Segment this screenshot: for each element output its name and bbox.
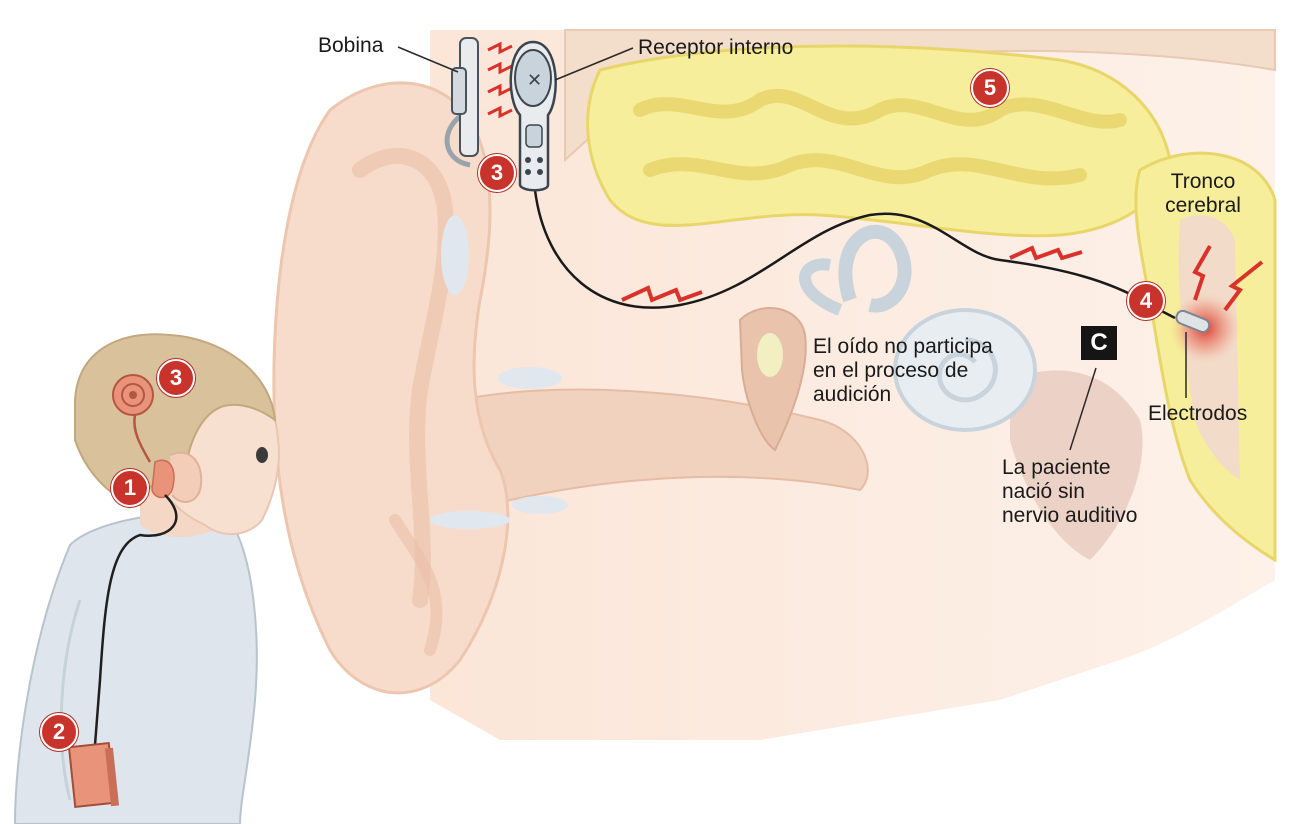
receiver-contact bbox=[525, 157, 531, 163]
brain bbox=[586, 44, 1172, 238]
coil-magnet bbox=[451, 67, 467, 115]
leader-bobina bbox=[397, 46, 459, 73]
signal-bolt bbox=[487, 61, 513, 75]
label-tronco-line2: cerebral bbox=[1165, 194, 1241, 217]
label-paciente-line2: nació sin bbox=[1002, 480, 1085, 503]
badge-c-callout: C bbox=[1081, 326, 1117, 360]
badge-1-ear-processor: 1 bbox=[111, 469, 149, 507]
electrode-cable bbox=[533, 189, 1176, 320]
inner-ear bbox=[799, 224, 1037, 432]
child-shirt bbox=[13, 513, 258, 824]
label-receptor-interno: Receptor interno bbox=[638, 36, 794, 59]
badge-3-receiver: 3 bbox=[478, 154, 516, 192]
receiver-contact bbox=[525, 169, 531, 175]
badge-2-body-processor: 2 bbox=[40, 713, 78, 751]
body-processor-side bbox=[104, 747, 120, 807]
signal-bolt bbox=[1223, 260, 1264, 312]
child-ear bbox=[169, 451, 203, 503]
tissue-band bbox=[1010, 370, 1143, 560]
ear-lobe-fold bbox=[389, 514, 443, 656]
receiver-chip bbox=[525, 124, 543, 148]
label-bobina: Bobina bbox=[318, 34, 384, 57]
badge-3-head-coil: 3 bbox=[157, 359, 195, 397]
internal-receiver: ✕ bbox=[509, 40, 557, 192]
leader-receptor bbox=[554, 47, 634, 81]
bone-highlight bbox=[498, 367, 562, 389]
processor-cable bbox=[93, 494, 178, 746]
head-coil-cable bbox=[133, 414, 152, 463]
signal-bolt bbox=[487, 83, 513, 97]
outer-ear bbox=[272, 81, 783, 695]
middle-ear-bones bbox=[738, 307, 807, 452]
child-arm bbox=[59, 599, 82, 801]
label-tronco-line1: Tronco bbox=[1170, 170, 1236, 193]
label-oido-line3: audición bbox=[813, 383, 892, 406]
coil-device bbox=[444, 37, 479, 168]
receiver-contact bbox=[537, 157, 543, 163]
receiver-coil bbox=[514, 49, 552, 107]
bone-highlight bbox=[757, 333, 783, 377]
semicircular-canal bbox=[799, 258, 843, 316]
signal-bolt bbox=[1009, 245, 1083, 261]
signal-bolt bbox=[487, 41, 513, 55]
head-cross-section bbox=[430, 29, 1277, 740]
signal-bolt bbox=[621, 285, 703, 303]
label-tronco-cerebral: Tronco cerebral bbox=[1148, 170, 1258, 218]
pinna-inner-fold bbox=[352, 147, 454, 608]
coil-cable bbox=[444, 112, 471, 168]
signal-bolt bbox=[1192, 245, 1212, 301]
electrode-tip bbox=[1175, 309, 1211, 334]
bone-highlight bbox=[430, 511, 510, 529]
head-coil-inner bbox=[121, 383, 145, 407]
receiver-contact bbox=[537, 169, 543, 175]
badge-4-electrode: 4 bbox=[1127, 282, 1165, 320]
cochlea-spiral bbox=[937, 337, 998, 403]
signal-bolt bbox=[487, 105, 513, 119]
behind-ear-processor bbox=[151, 459, 175, 499]
bone-highlight bbox=[441, 215, 469, 295]
leader-paciente bbox=[1069, 367, 1097, 451]
label-oido-no-participa: El oído no participa en el proceso de au… bbox=[813, 335, 993, 407]
semicircular-canal bbox=[838, 224, 912, 313]
brain-folds bbox=[633, 88, 1127, 186]
label-paciente-line3: nervio auditivo bbox=[1002, 504, 1138, 527]
pinna bbox=[272, 81, 510, 695]
label-oido-line1: El oído no participa bbox=[813, 335, 993, 358]
label-paciente-line1: La paciente bbox=[1002, 456, 1111, 479]
head-coil-center bbox=[129, 391, 137, 399]
label-oido-line2: en el proceso de bbox=[813, 359, 969, 382]
bone-highlight bbox=[512, 496, 568, 514]
receiver-magnet-mark: ✕ bbox=[527, 70, 542, 90]
cochlea bbox=[893, 308, 1037, 432]
label-paciente-sin-nervio: La paciente nació sin nervio auditivo bbox=[1002, 456, 1137, 528]
child-eye bbox=[256, 447, 268, 463]
label-electrodos: Electrodos bbox=[1148, 402, 1248, 425]
body-processor bbox=[67, 741, 120, 809]
badge-5-brain: 5 bbox=[971, 69, 1009, 107]
